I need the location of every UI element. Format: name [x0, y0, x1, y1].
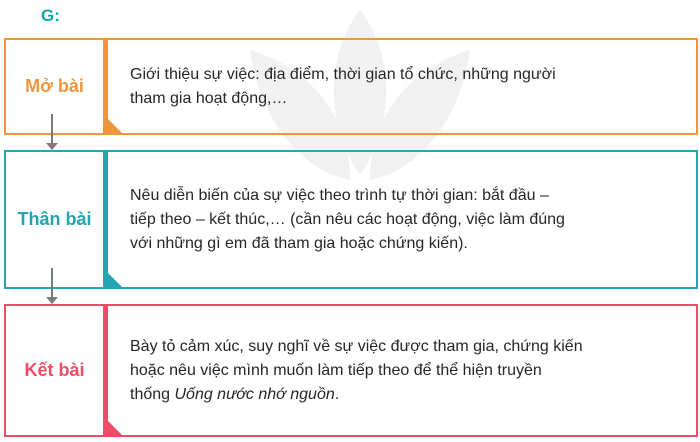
intro-label: Mở bài	[4, 38, 105, 135]
body-line: Nêu diễn biến của sự việc theo trình tự …	[130, 186, 549, 204]
body-content: Nêu diễn biến của sự việc theo trình tự …	[105, 150, 698, 289]
intro-section: Mở bài Giới thiệu sự việc: địa điểm, thờ…	[4, 38, 698, 135]
body-section: Thân bài Nêu diễn biến của sự việc theo …	[4, 150, 698, 289]
corner-triangle-decoration	[108, 119, 122, 133]
intro-line: Giới thiệu sự việc: địa điểm, thời gian …	[130, 65, 556, 83]
connector-arrow-down-icon	[46, 268, 58, 304]
conclusion-last-suffix: .	[334, 385, 340, 403]
intro-content: Giới thiệu sự việc: địa điểm, thời gian …	[105, 38, 698, 135]
conclusion-content: Bày tỏ cảm xúc, suy nghĩ về sự việc được…	[105, 304, 698, 437]
intro-line: tham gia hoạt động,…	[130, 89, 288, 107]
connector-arrow-down-icon	[46, 114, 58, 150]
conclusion-last-prefix: thống	[130, 385, 175, 403]
section-heading: G:	[41, 6, 60, 25]
body-line: với những gì em đã tham gia hoặc chứng k…	[130, 234, 468, 252]
proverb-italic: Uống nước nhớ nguồn	[174, 385, 335, 403]
body-line: tiếp theo – kết thúc,… (cần nêu các hoạt…	[130, 210, 565, 228]
conclusion-line: hoặc nêu việc mình muốn làm tiếp theo để…	[130, 361, 542, 379]
conclusion-line: Bày tỏ cảm xúc, suy nghĩ về sự việc được…	[130, 337, 583, 355]
conclusion-label: Kết bài	[4, 304, 105, 437]
conclusion-section: Kết bài Bày tỏ cảm xúc, suy nghĩ về sự v…	[4, 304, 698, 437]
corner-triangle-decoration	[108, 421, 122, 435]
body-label: Thân bài	[4, 150, 105, 289]
corner-triangle-decoration	[108, 273, 122, 287]
conclusion-last-line: thống Uống nước nhớ nguồn.	[130, 383, 583, 407]
